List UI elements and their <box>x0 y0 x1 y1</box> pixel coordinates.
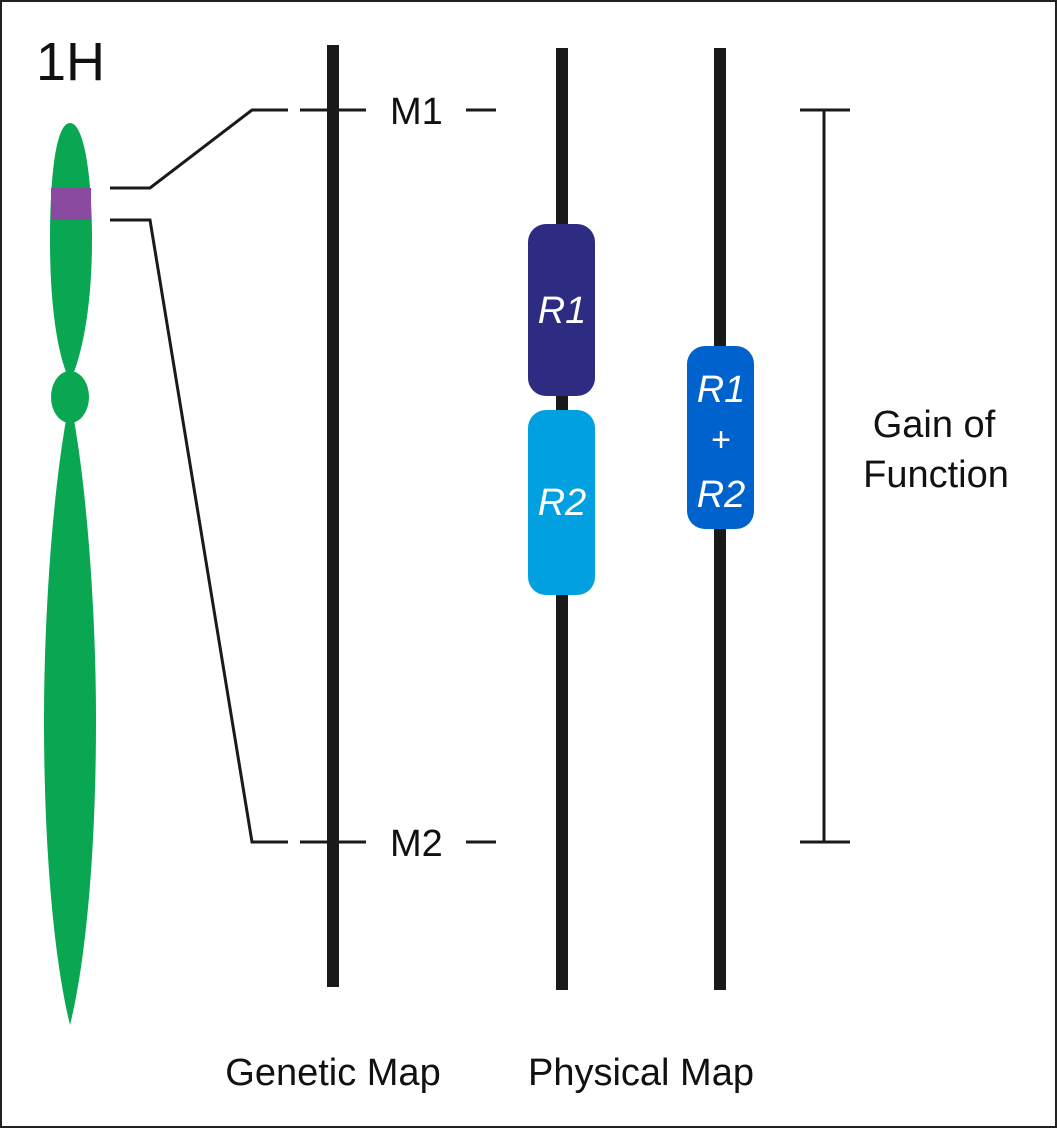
gene-r2-block <box>528 410 595 595</box>
fusion-label-plus: + <box>711 421 731 459</box>
fusion-label-r2: R2 <box>697 474 746 516</box>
physical-map-label: Physical Map <box>528 1052 754 1094</box>
chromosome <box>44 123 96 1025</box>
chromosome-title: 1H <box>36 32 105 92</box>
interval-label-line2: Function <box>863 454 1009 496</box>
chromosome-short-arm <box>50 123 92 372</box>
chromosome-target-band <box>51 188 91 220</box>
gene-r1-label: R1 <box>538 290 587 332</box>
marker-m2-label: M2 <box>390 823 443 865</box>
chromosome-centromere <box>51 371 89 423</box>
marker-m1-label: M1 <box>390 91 443 133</box>
interval-label-line1: Gain of <box>873 404 996 446</box>
gene-r1-r2-fusion-block <box>687 346 754 529</box>
gene-r2-label: R2 <box>538 482 587 524</box>
zoom-connectors <box>110 108 288 844</box>
genetic-map-label: Genetic Map <box>225 1052 440 1094</box>
chromosome-long-arm <box>44 420 96 1025</box>
fusion-label-r1: R1 <box>697 369 746 411</box>
gain-of-function-bracket <box>800 108 850 844</box>
lower-connector-line <box>110 218 288 844</box>
gene-r1-block <box>528 224 595 396</box>
upper-connector-line <box>110 108 288 190</box>
